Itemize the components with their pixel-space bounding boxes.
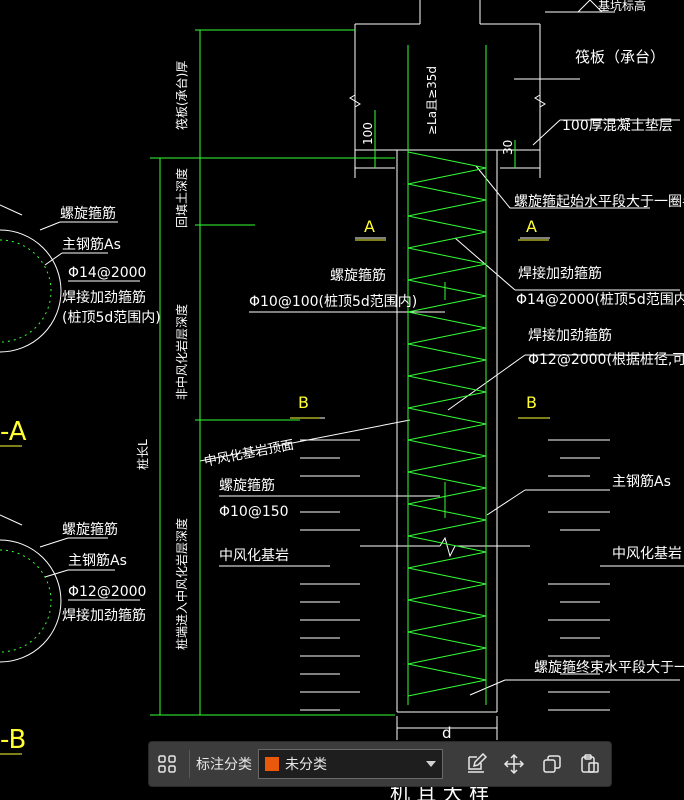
backfill-depth-label: 回填土深度 [174, 168, 189, 228]
rock-top-label: 中风化基岩顶面 [203, 438, 295, 470]
rock-label-left: 中风化基岩 [219, 547, 289, 564]
structure-lines [0, 0, 684, 740]
spiral-end-label: 螺旋箍终束水平段大于一圈半 [534, 659, 684, 676]
spiral-start-label: 螺旋箍起始水平段大于一圈半 [514, 193, 684, 210]
dimension-100: 100 [361, 122, 375, 145]
section-a-marker-right: A [526, 217, 537, 236]
paste-icon[interactable] [571, 746, 609, 782]
section-markers [0, 239, 549, 755]
section-b-ring-label: 焊接加劲箍筋 [62, 607, 146, 624]
cushion-label: 100厚混凝土垫层 [562, 118, 673, 134]
rebar-lines [0, 29, 516, 716]
raft-thickness-label: 筏板(承台)厚 [174, 61, 189, 130]
section-b-marker-left: B [298, 393, 309, 412]
spiral-top-spec: Φ10@100(桩顶5d范围内) [249, 293, 417, 310]
weld-ring-label-mid: 焊接加劲箍筋 [528, 327, 612, 344]
weld-ring-label-top: 焊接加劲箍筋 [518, 265, 602, 282]
section-a-ring-label: 焊接加劲箍筋 [62, 289, 146, 306]
section-b-spiral-label: 螺旋箍筋 [62, 521, 118, 538]
category-value: 未分类 [285, 757, 327, 773]
grid-icon[interactable] [149, 746, 185, 782]
toolbar-divider [189, 750, 190, 778]
dimension-30: 30 [501, 140, 515, 155]
section-a-title: -A [0, 417, 27, 447]
section-a-spiral-label: 螺旋箍筋 [60, 205, 116, 222]
category-label: 标注分类 [196, 757, 252, 773]
raft-label: 筏板（承台） [575, 48, 665, 66]
diameter-label: d [442, 724, 452, 742]
copy-icon[interactable] [533, 746, 571, 782]
move-icon[interactable] [495, 746, 533, 782]
spiral-label-top: 螺旋箍筋 [330, 267, 386, 284]
rock-hatching [300, 439, 610, 711]
in-rock-depth-label: 桩端进入中风化岩层深度 [174, 518, 189, 650]
section-a-ring-range: (桩顶5d范围内) [62, 309, 161, 326]
section-a-ring-spec: Φ14@2000 [68, 265, 146, 281]
anchor-length-label: ≥La且≥35d [425, 66, 439, 135]
category-select[interactable]: 未分类 [258, 749, 443, 779]
main-bar-label: 主钢筋As [612, 473, 671, 490]
section-a-marker-left: A [364, 217, 375, 236]
edit-icon[interactable] [457, 746, 495, 782]
pile-length-label: 桩长L [135, 439, 150, 470]
spiral-label-mid: 螺旋箍筋 [219, 477, 275, 494]
annotation-toolbar: 标注分类 未分类 [149, 742, 611, 786]
section-b-title: -B [0, 725, 26, 755]
section-b-ring-spec: Φ12@2000 [68, 584, 146, 600]
top-level-label: 基坑标高 [598, 0, 646, 13]
spiral-mid-spec: Φ10@150 [219, 504, 289, 520]
section-b-marker-right: B [526, 393, 537, 412]
above-rock-depth-label: 非中风化岩层深度 [174, 304, 189, 400]
section-b-main-label: 主钢筋As [68, 552, 127, 569]
weld-ring-top-spec: Φ14@2000(桩顶5d范围内) [516, 291, 684, 308]
section-a-main-label: 主钢筋As [62, 236, 121, 253]
chevron-down-icon [426, 761, 436, 767]
weld-ring-mid-spec: Φ12@2000(根据桩径,可适当 [528, 351, 684, 368]
category-color-swatch [265, 757, 279, 771]
rock-label-right: 中风化基岩 [612, 545, 682, 562]
